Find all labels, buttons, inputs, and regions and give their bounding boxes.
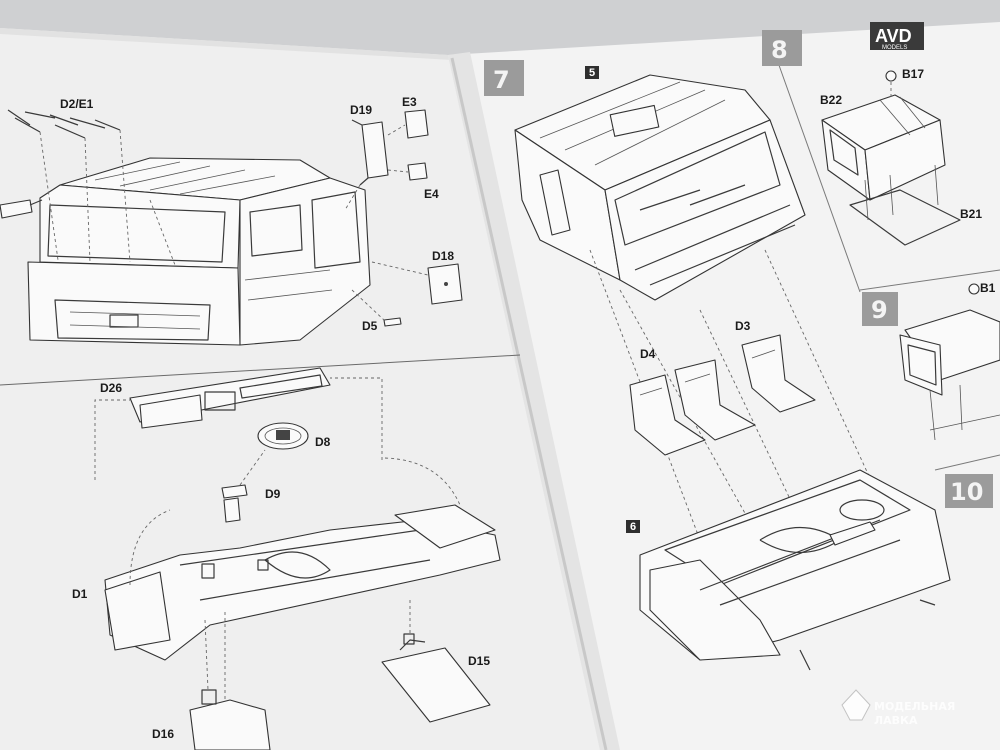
part-d18: [371, 261, 463, 305]
avd-logo: AVD MODELS: [870, 22, 924, 51]
right-page-labels: D4 D3 B17 B22 B21 B1: [640, 67, 996, 361]
page-spine: [450, 57, 608, 750]
label-d19: D19: [350, 103, 372, 117]
svg-text:5: 5: [589, 67, 595, 79]
substep-5-marker: 5: [585, 66, 599, 79]
seat-base-d15: [381, 600, 491, 723]
svg-text:МОДЕЛЬНАЯ: МОДЕЛЬНАЯ: [874, 700, 955, 713]
label-d3: D3: [735, 319, 751, 333]
label-e4: E4: [424, 187, 439, 201]
label-d5: D5: [362, 319, 378, 333]
label-b17: B17: [902, 67, 924, 81]
seat-base-d16: [189, 612, 271, 750]
left-page-labels: D2/E1 D19 E3 E4 D18 D5 D26 D8 D9 D1 D15 …: [60, 95, 490, 741]
cab-floor-d1: [94, 377, 501, 661]
step10-divider: [934, 454, 1000, 471]
step-9-badge: 9: [862, 292, 898, 326]
label-d16: D16: [152, 727, 174, 741]
steering-wheel-d8: [257, 422, 309, 450]
fuel-tank-step9: [899, 283, 1000, 441]
part-d5: [351, 289, 402, 327]
label-d18: D18: [432, 249, 454, 263]
label-d4: D4: [640, 347, 656, 361]
cab-assembled-drawing: [514, 74, 881, 541]
step-8-badge: 8: [762, 30, 802, 66]
svg-text:MODELS: MODELS: [882, 45, 907, 51]
svg-text:10: 10: [950, 478, 983, 506]
mirror-parts: [344, 109, 429, 211]
label-b1: B1: [980, 281, 996, 295]
label-d2e1: D2/E1: [60, 97, 94, 111]
wiper-parts-d2-e1: [7, 109, 176, 266]
steering-column-d9: [221, 449, 266, 523]
step-10-badge: 10: [945, 474, 993, 508]
svg-text:AVD: AVD: [875, 26, 912, 46]
label-e3: E3: [402, 95, 417, 109]
label-d9: D9: [265, 487, 281, 501]
watermark: МОДЕЛЬНАЯ ЛАВКА: [841, 689, 955, 727]
label-d8: D8: [315, 435, 331, 449]
label-d15: D15: [468, 654, 490, 668]
step9-divider: [859, 269, 1000, 291]
right-column-divider: [769, 39, 861, 293]
left-section-divider: [0, 354, 521, 386]
dashboard-d26: [129, 367, 331, 429]
substep-6-marker: 6: [626, 520, 640, 533]
svg-text:8: 8: [771, 36, 788, 64]
cab-interior-drawing: [639, 469, 951, 671]
cab-exterior-drawing: [0, 157, 371, 346]
svg-text:6: 6: [630, 521, 636, 533]
svg-text:ЛАВКА: ЛАВКА: [874, 714, 918, 727]
label-d1: D1: [72, 587, 88, 601]
svg-text:7: 7: [493, 66, 510, 94]
label-b22: B22: [820, 93, 842, 107]
step-7-badge: 7: [484, 60, 524, 96]
label-d26: D26: [100, 381, 122, 395]
svg-text:9: 9: [871, 296, 888, 324]
fuel-tank-step8: [821, 70, 961, 246]
seats-d4-d3: [629, 334, 816, 456]
label-b21: B21: [960, 207, 982, 221]
